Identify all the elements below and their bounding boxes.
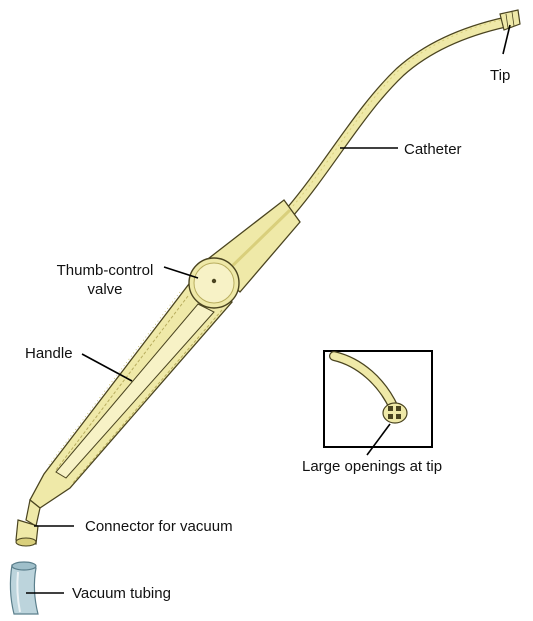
label-thumb-control-line-1: Thumb-control — [56, 262, 154, 279]
label-connector: Connector for vacuum — [85, 518, 233, 535]
leader-lines — [26, 24, 511, 594]
leader-thumb-valve — [163, 266, 199, 279]
label-vacuum-tubing: Vacuum tubing — [72, 585, 171, 602]
label-thumb-control-line-2: valve — [87, 281, 123, 298]
label-thumb-control-valve: Thumb-control valve — [46, 261, 164, 299]
catheter-illustration — [284, 9, 521, 218]
vacuum-tubing-illustration — [9, 561, 39, 615]
leader-large-openings — [366, 423, 391, 456]
handle-illustration — [29, 279, 234, 509]
leader-tip — [502, 24, 511, 55]
label-catheter: Catheter — [404, 141, 462, 158]
thumb-control-valve-illustration — [188, 257, 240, 309]
leader-handle — [81, 353, 133, 382]
label-large-openings: Large openings at tip — [302, 458, 443, 475]
connector-illustration — [15, 498, 41, 547]
label-tip: Tip — [490, 67, 511, 84]
tip-detail-inset — [323, 350, 433, 448]
label-handle: Handle — [25, 345, 73, 362]
